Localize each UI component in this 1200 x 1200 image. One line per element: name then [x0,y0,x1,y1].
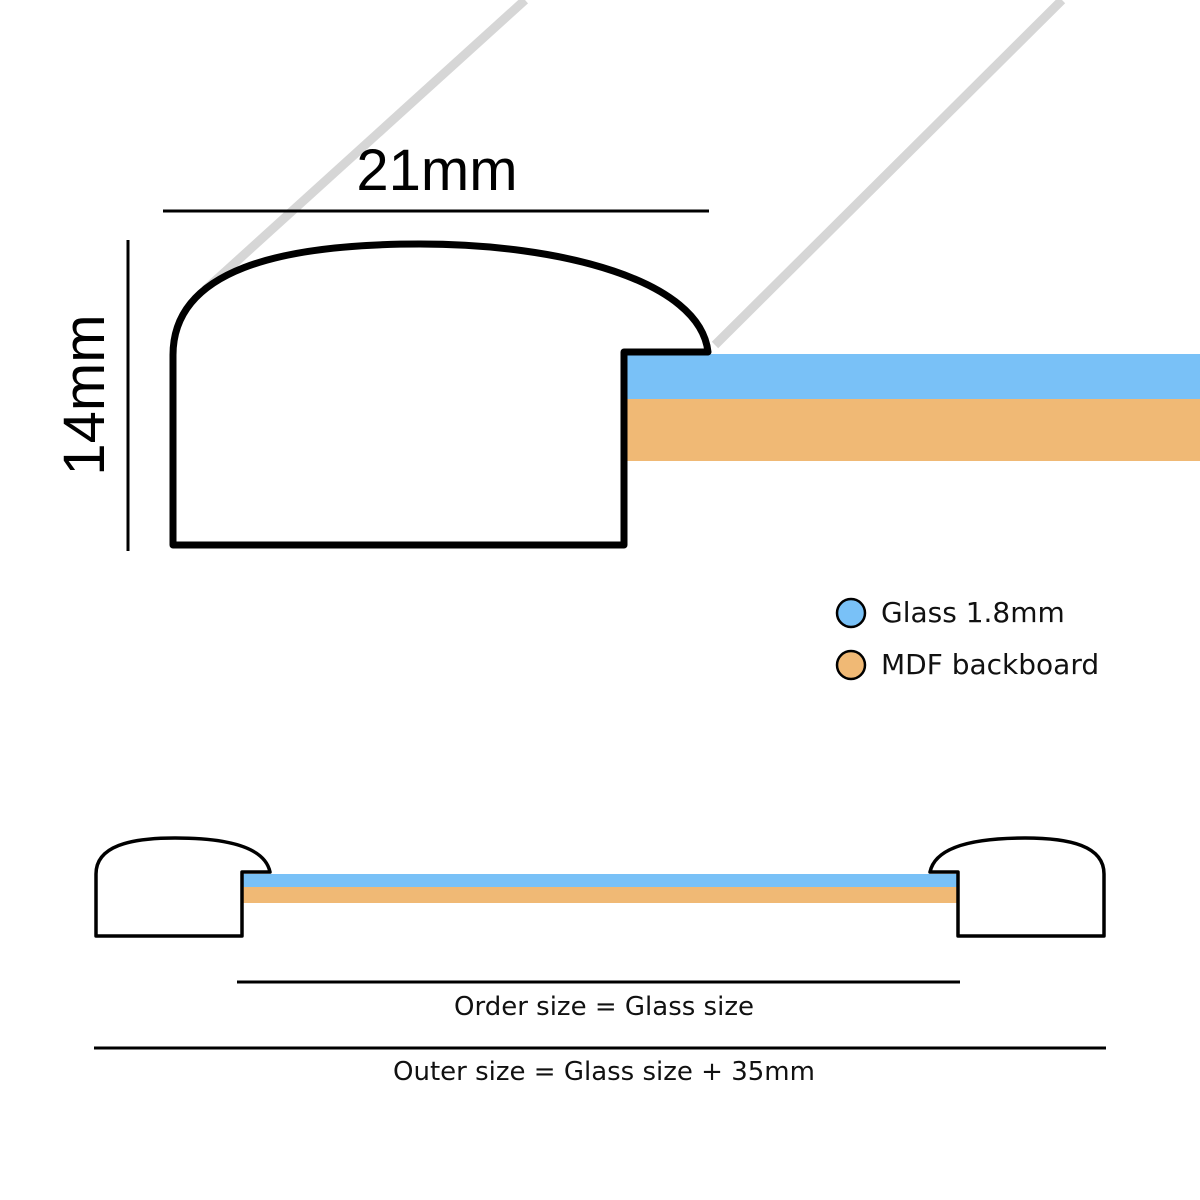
frame-profile-left [94,836,272,938]
mdf-backboard-layer [624,399,1200,461]
legend-swatch-glass [835,597,867,629]
outer-size-caption: Outer size = Glass size + 35mm [393,1057,815,1087]
legend-label-mdf: MDF backboard [881,648,1099,681]
glare-line-left [201,0,529,294]
frame-profile-right [928,836,1106,938]
mdf-backboard-layer-small [243,887,957,903]
legend-label-glass: Glass 1.8mm [881,596,1065,629]
frame-moulding-profile [169,240,712,549]
glass-layer [624,354,1200,399]
legend-item-glass: Glass 1.8mm [835,596,1065,629]
legend: Glass 1.8mm MDF backboard [835,596,1099,681]
glare-line-right [711,0,1066,349]
width-dimension-label: 21mm [356,138,517,203]
order-size-caption: Order size = Glass size [454,992,754,1022]
full-frame-cross-section [94,836,1106,938]
glass-layer-small [243,874,957,887]
legend-item-mdf: MDF backboard [835,648,1099,681]
legend-swatch-mdf [835,649,867,681]
height-dimension-label: 14mm [52,314,117,475]
